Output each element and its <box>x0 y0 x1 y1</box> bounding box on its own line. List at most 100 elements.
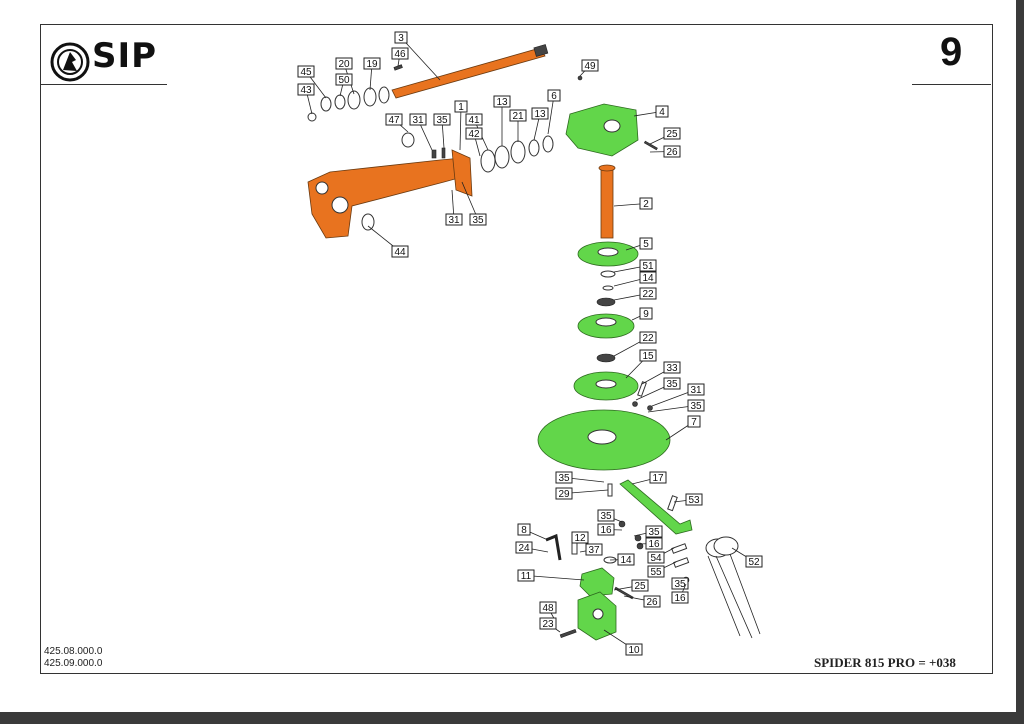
callout-box <box>515 541 533 554</box>
callout-number: 10 <box>628 645 640 656</box>
callout-number: 47 <box>388 115 400 126</box>
callout-box <box>391 47 409 60</box>
callout-number: 16 <box>648 539 660 550</box>
callout-number: 13 <box>534 109 546 120</box>
callout-number: 7 <box>691 417 697 428</box>
callout-box <box>531 107 549 120</box>
callout-number: 29 <box>558 489 570 500</box>
flange-part <box>573 371 639 401</box>
callout-number: 33 <box>666 363 678 374</box>
callout-box <box>645 525 663 538</box>
callout-box <box>547 89 561 102</box>
callout-number: 35 <box>690 401 702 412</box>
callout-number: 1 <box>458 102 464 113</box>
callout-box <box>639 349 657 362</box>
callout-box <box>685 493 703 506</box>
callout-number: 43 <box>300 85 312 96</box>
callout-number: 37 <box>588 545 600 556</box>
callout-number: 35 <box>600 511 612 522</box>
callout-number: 35 <box>472 215 484 226</box>
callout-box <box>517 523 531 536</box>
callout-number: 45 <box>300 67 312 78</box>
callout-box <box>631 579 649 592</box>
callout-number: 24 <box>518 543 530 554</box>
callout-box <box>663 377 681 390</box>
callout-box <box>745 555 763 568</box>
tine-holder-part <box>577 567 617 641</box>
bearing-set <box>596 270 616 363</box>
viewer-border-right <box>1016 0 1024 712</box>
callout-number: 54 <box>650 553 662 564</box>
page-number: 9 <box>940 30 963 74</box>
callout-box <box>445 213 463 226</box>
callout-number: 48 <box>542 603 554 614</box>
callout-box <box>663 145 681 158</box>
callout-number: 5 <box>643 239 649 250</box>
callout-number: 41 <box>468 115 480 126</box>
callout-leader-line <box>459 106 462 151</box>
callout-box <box>671 577 689 590</box>
model-designation: SPIDER 815 PRO = +038 <box>814 655 956 670</box>
callout-number: 35 <box>558 473 570 484</box>
shaft-washer-set <box>307 86 554 231</box>
gearbox-housing-part <box>565 103 639 157</box>
callout-number: 53 <box>688 495 700 506</box>
callout-box <box>465 127 483 140</box>
callout-box <box>509 109 527 122</box>
callout-number: 35 <box>436 115 448 126</box>
callout-number: 15 <box>642 351 654 362</box>
callout-box <box>391 245 409 258</box>
callout-number: 21 <box>512 111 524 122</box>
callout-number: 49 <box>584 61 596 72</box>
callout-box <box>555 471 573 484</box>
callout-leader-line <box>461 181 479 220</box>
callout-box <box>647 565 665 578</box>
callout-box <box>571 531 589 544</box>
vertical-shaft-part <box>598 164 616 239</box>
callout-box <box>409 113 427 126</box>
gearbox-arm-part <box>307 149 473 239</box>
callout-number: 2 <box>643 199 649 210</box>
rotor-disc-part <box>537 409 671 471</box>
viewer-border-bottom <box>0 712 1024 724</box>
part-code: 425.08.000.0 <box>44 646 103 657</box>
part-codes: 425.08.000.0 425.09.000.0 <box>44 646 102 670</box>
callout-box <box>639 237 653 250</box>
callout-box <box>639 307 653 320</box>
callout-box <box>687 399 705 412</box>
tine-spring-part <box>705 536 761 639</box>
callout-number: 20 <box>338 59 350 70</box>
callout-box <box>335 73 353 86</box>
callout-number: 51 <box>642 261 654 272</box>
callout-number: 31 <box>412 115 424 126</box>
callout-box <box>335 57 353 70</box>
callout-leader-line <box>400 37 441 81</box>
drawing-frame <box>40 24 993 674</box>
callout-box <box>597 523 615 536</box>
callout-number: 14 <box>620 555 632 566</box>
callout-box <box>581 59 599 72</box>
callout-box <box>663 127 681 140</box>
hub-part <box>577 313 635 339</box>
callout-number: 22 <box>642 289 654 300</box>
bearing-housing-part <box>577 241 639 267</box>
callout-box <box>585 543 603 556</box>
callout-box <box>454 100 468 113</box>
callout-box <box>639 197 653 210</box>
sip-logo-icon <box>50 42 90 82</box>
callout-leader-line <box>525 575 585 581</box>
callout-box <box>639 287 657 300</box>
callout-number: 17 <box>652 473 664 484</box>
callout-box <box>639 271 657 284</box>
callout-box <box>433 113 451 126</box>
callout-number: 13 <box>496 97 508 108</box>
callout-box <box>617 553 635 566</box>
callout-box <box>639 331 657 344</box>
callout-number: 26 <box>646 597 658 608</box>
callout-number: 25 <box>666 129 678 140</box>
callout-number: 4 <box>659 107 665 118</box>
callout-box <box>465 113 483 126</box>
callout-number: 11 <box>521 571 532 582</box>
